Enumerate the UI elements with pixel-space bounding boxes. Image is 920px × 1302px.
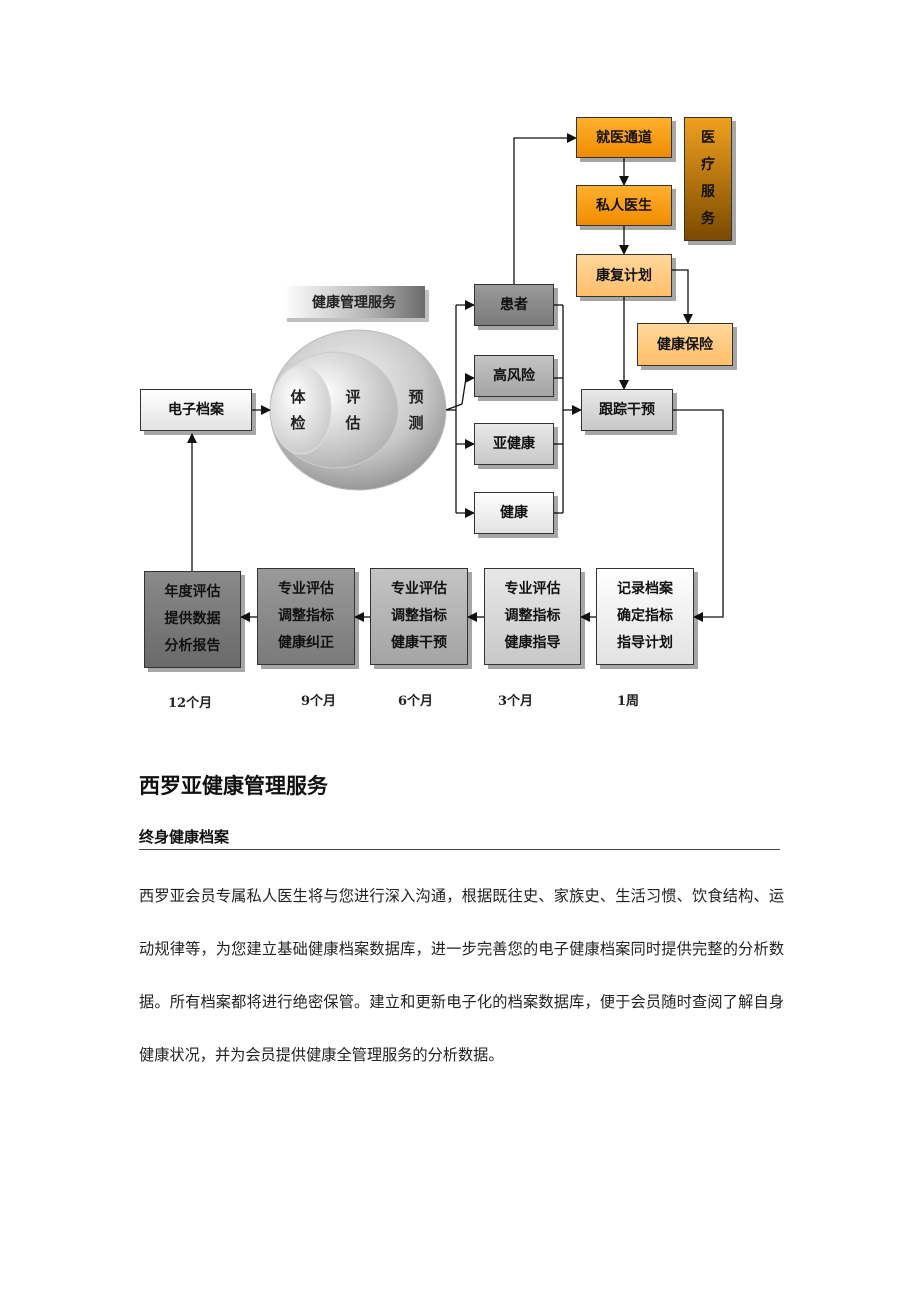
period-label-9-months: 9个月 bbox=[301, 694, 337, 709]
rehab-plan-box: 康复计划 bbox=[576, 254, 672, 297]
article-title: 西罗亚健康管理服务 bbox=[139, 775, 328, 798]
period-label-12-months: 12个月 bbox=[168, 696, 213, 711]
timeline-3-months-box: 专业评估 调整指标 健康指导 bbox=[484, 568, 581, 665]
oval-label-checkup: 体检 bbox=[286, 384, 310, 436]
timeline-6m-line-1: 专业评估 bbox=[391, 581, 447, 597]
medical-channel-box: 就医通道 bbox=[576, 117, 672, 158]
timeline-12m-line-3: 分析报告 bbox=[164, 638, 221, 654]
oval-predict-text: 预测 bbox=[408, 388, 424, 432]
electronic-record-box: 电子档案 bbox=[140, 389, 252, 431]
medical-service-text: 医疗服务 bbox=[701, 130, 715, 227]
timeline-12-months-box: 年度评估 提供数据 分析报告 bbox=[144, 571, 241, 668]
timeline-1w-line-1: 记录档案 bbox=[617, 581, 673, 597]
flow-connectors bbox=[187, 133, 724, 622]
timeline-6m-line-2: 调整指标 bbox=[391, 608, 447, 624]
arrow-tracking-week bbox=[673, 409, 724, 622]
timeline-3m-line-2: 调整指标 bbox=[504, 608, 561, 624]
timeline-1-week-box: 记录档案 确定指标 指导计划 bbox=[596, 568, 694, 665]
period-label-6-months: 6个月 bbox=[398, 694, 434, 709]
oval-label-predict: 预测 bbox=[404, 384, 428, 436]
health-insurance-box: 健康保险 bbox=[637, 323, 733, 366]
arrow-rehab-insurance bbox=[672, 269, 693, 324]
timeline-3m-line-1: 专业评估 bbox=[504, 581, 561, 597]
timeline-3m-line-3: 健康指导 bbox=[504, 635, 561, 651]
health-management-banner: 健康管理服务 bbox=[283, 286, 425, 318]
section-title: 终身健康档案 bbox=[139, 826, 780, 850]
period-label-1-week: 1周 bbox=[617, 694, 640, 709]
timeline-6-months-box: 专业评估 调整指标 健康干预 bbox=[370, 568, 468, 665]
timeline-9-months-box: 专业评估 调整指标 健康纠正 bbox=[257, 568, 355, 665]
period-label-3-months: 3个月 bbox=[498, 694, 534, 709]
category-high-risk-box: 高风险 bbox=[474, 355, 554, 397]
medical-service-label: 医疗服务 bbox=[684, 117, 732, 241]
article-paragraph: 西罗亚会员专属私人医生将与您进行深入沟通，根据既往史、家族史、生活习惯、饮食结构… bbox=[139, 888, 784, 1064]
timeline-1w-line-3: 指导计划 bbox=[617, 635, 673, 651]
oval-label-assess: 评估 bbox=[341, 384, 365, 436]
arrow-patient-channel bbox=[513, 133, 577, 284]
private-doctor-box: 私人医生 bbox=[576, 185, 672, 226]
category-sub-health-box: 亚健康 bbox=[474, 423, 554, 465]
timeline-9m-line-3: 健康纠正 bbox=[278, 635, 334, 651]
timeline-12m-line-2: 提供数据 bbox=[164, 611, 221, 627]
category-patient-box: 患者 bbox=[474, 284, 554, 326]
timeline-9m-line-1: 专业评估 bbox=[278, 581, 334, 597]
oval-inner-checkup bbox=[270, 365, 332, 455]
timeline-1w-line-2: 确定指标 bbox=[617, 608, 673, 624]
oval-checkup-text: 体检 bbox=[290, 388, 306, 432]
category-health-box: 健康 bbox=[474, 492, 554, 534]
oval-assess-text: 评估 bbox=[345, 388, 361, 432]
timeline-9m-line-2: 调整指标 bbox=[278, 608, 334, 624]
tracking-intervention-box: 跟踪干预 bbox=[581, 389, 673, 431]
arrow-fork-highrisk bbox=[445, 373, 475, 411]
timeline-12m-line-1: 年度评估 bbox=[164, 584, 221, 600]
timeline-6m-line-3: 健康干预 bbox=[391, 635, 447, 651]
